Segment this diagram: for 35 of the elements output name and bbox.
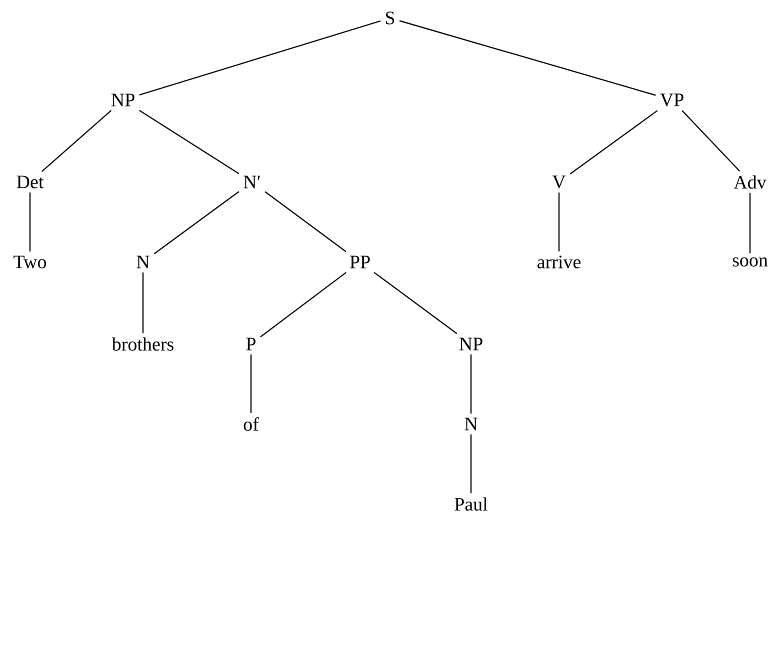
branch-line [264, 191, 346, 252]
branch-line [558, 192, 560, 252]
tree-label: of [244, 417, 259, 431]
branch-line [399, 20, 656, 96]
branch-line [470, 354, 472, 414]
tree-label: S [386, 12, 394, 24]
tree-label: NP [111, 94, 134, 106]
tree-label: P [246, 338, 256, 350]
branch-line [374, 272, 458, 334]
branch-line [250, 354, 252, 414]
tree-label: N′ [244, 176, 260, 188]
tree-label: NP [459, 338, 482, 350]
tree-label: N [136, 256, 150, 268]
branch-line [139, 110, 240, 174]
tree-label: Two [14, 256, 46, 268]
tree-label: N [464, 418, 478, 430]
branch-line [139, 20, 381, 96]
tree-label: arrive [538, 256, 580, 268]
branch-line [682, 110, 740, 172]
tree-label: brothers [112, 337, 174, 351]
branch-line [260, 272, 347, 338]
branch-line [749, 192, 751, 254]
branch-line [29, 192, 31, 252]
tree-label: Det [16, 176, 44, 188]
tree-label: Adv [734, 175, 766, 189]
tree-label: soon [732, 257, 768, 267]
branch-line [42, 110, 112, 172]
tree-label: VP [660, 94, 684, 106]
tree-label: V [552, 176, 566, 188]
branch-line [142, 272, 144, 334]
branch-line [570, 110, 658, 174]
tree-label: PP [350, 256, 370, 268]
tree-label: Paul [454, 497, 488, 511]
branch-line [154, 191, 240, 254]
branch-line [470, 434, 472, 494]
